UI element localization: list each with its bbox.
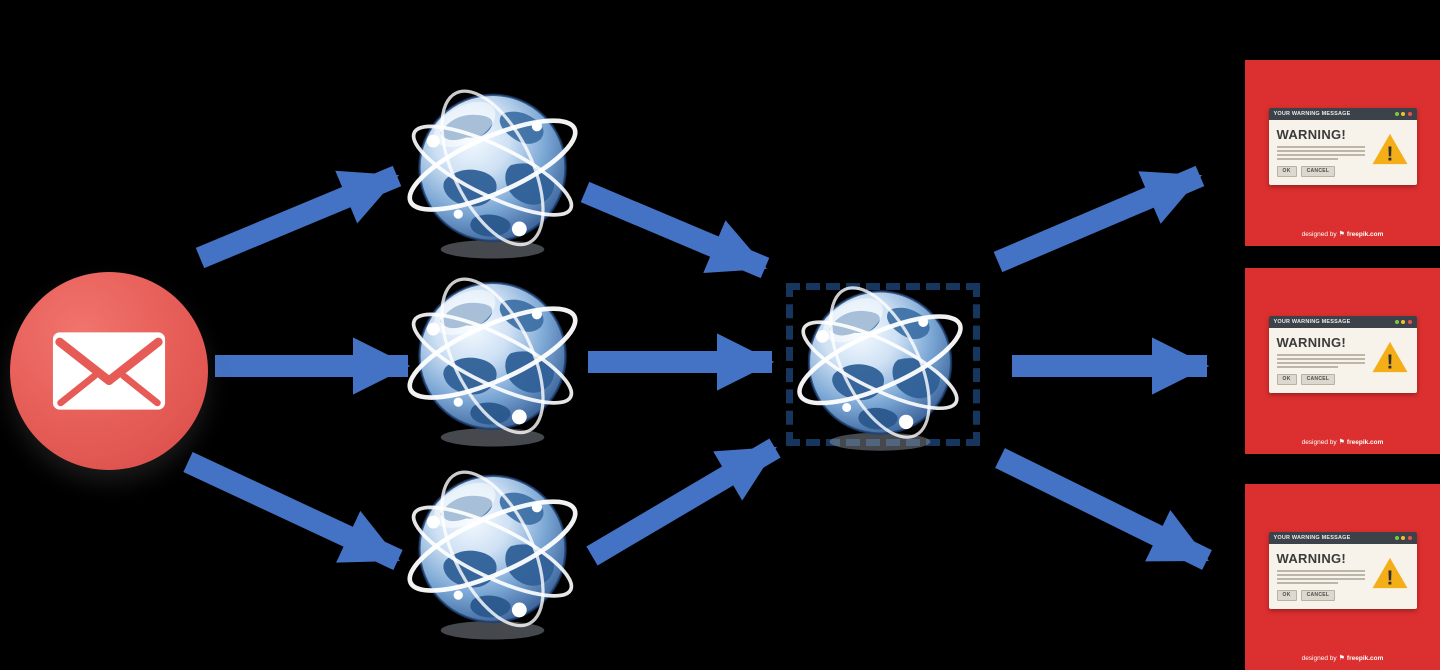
dialog-buttons: OK CANCEL bbox=[1276, 373, 1409, 385]
arrow-central-to-warning-1 bbox=[993, 165, 1205, 273]
window-titlebar: YOUR WARNING MESSAGE bbox=[1268, 108, 1417, 120]
freepik-flag-icon: ⚑ bbox=[1338, 439, 1345, 446]
window-controls bbox=[1394, 536, 1412, 540]
window-dot-yellow-icon bbox=[1401, 112, 1405, 116]
window-dot-red-icon bbox=[1407, 536, 1412, 540]
ok-button: OK bbox=[1276, 373, 1297, 385]
placeholder-text-lines bbox=[1276, 146, 1365, 160]
window-body: WARNING! ! OK CANCEL bbox=[1268, 120, 1417, 185]
window-dot-yellow-icon bbox=[1401, 536, 1405, 540]
warning-heading: WARNING! bbox=[1276, 551, 1347, 566]
ok-button: OK bbox=[1276, 589, 1297, 601]
window-dot-red-icon bbox=[1407, 112, 1412, 116]
window-controls bbox=[1394, 112, 1412, 116]
freepik-flag-icon: ⚑ bbox=[1338, 231, 1345, 238]
warning-triangle-icon: ! bbox=[1372, 341, 1407, 373]
window-controls bbox=[1394, 320, 1412, 324]
cancel-button: CANCEL bbox=[1300, 165, 1336, 177]
credit-text: designed by bbox=[1301, 439, 1337, 446]
warning-triangle-icon: ! bbox=[1372, 557, 1407, 589]
cancel-button: CANCEL bbox=[1300, 373, 1336, 385]
warning-window: YOUR WARNING MESSAGE WARNING! ! OK CANCE… bbox=[1268, 316, 1417, 393]
dialog-buttons: OK CANCEL bbox=[1276, 165, 1409, 177]
warning-window: YOUR WARNING MESSAGE WARNING! ! OK CANCE… bbox=[1268, 108, 1417, 185]
globe-icon-central bbox=[790, 277, 970, 457]
window-dot-red-icon bbox=[1407, 320, 1412, 324]
window-dot-yellow-icon bbox=[1401, 320, 1405, 324]
window-title: YOUR WARNING MESSAGE bbox=[1273, 535, 1351, 541]
warning-card-3: YOUR WARNING MESSAGE WARNING! ! OK CANCE… bbox=[1245, 484, 1440, 670]
window-titlebar: YOUR WARNING MESSAGE bbox=[1268, 532, 1417, 544]
freepik-flag-icon: ⚑ bbox=[1338, 655, 1345, 662]
warning-heading: WARNING! bbox=[1276, 127, 1347, 142]
svg-text:!: ! bbox=[1386, 566, 1393, 589]
warning-heading: WARNING! bbox=[1276, 335, 1347, 350]
arrow-email-to-globe-3 bbox=[183, 452, 403, 570]
freepik-credit: designed by ⚑ freepik.com bbox=[1302, 439, 1384, 446]
window-dot-green-icon bbox=[1394, 320, 1399, 324]
window-dot-green-icon bbox=[1394, 536, 1399, 540]
warning-card-2: YOUR WARNING MESSAGE WARNING! ! OK CANCE… bbox=[1245, 268, 1440, 454]
credit-brand: freepik.com bbox=[1346, 439, 1384, 446]
svg-text:!: ! bbox=[1386, 350, 1393, 373]
arrow-globe-1-to-central bbox=[580, 181, 770, 279]
credit-text: designed by bbox=[1301, 231, 1337, 238]
credit-text: designed by bbox=[1301, 655, 1337, 662]
warning-window: YOUR WARNING MESSAGE WARNING! ! OK CANCE… bbox=[1268, 532, 1417, 609]
window-title: YOUR WARNING MESSAGE bbox=[1273, 111, 1351, 117]
globe-icon-2 bbox=[400, 268, 585, 453]
arrow-central-to-warning-3 bbox=[995, 448, 1212, 570]
credit-brand: freepik.com bbox=[1346, 655, 1384, 662]
placeholder-text-lines bbox=[1276, 354, 1365, 368]
window-title: YOUR WARNING MESSAGE bbox=[1273, 319, 1351, 325]
globe-icon-1 bbox=[400, 80, 585, 265]
freepik-credit: designed by ⚑ freepik.com bbox=[1302, 231, 1384, 238]
window-dot-green-icon bbox=[1394, 112, 1399, 116]
email-icon bbox=[10, 272, 208, 470]
window-body: WARNING! ! OK CANCEL bbox=[1268, 544, 1417, 609]
arrow-globe-3-to-central bbox=[586, 438, 781, 566]
globe-icon-3 bbox=[400, 461, 585, 646]
cancel-button: CANCEL bbox=[1300, 589, 1336, 601]
placeholder-text-lines bbox=[1276, 570, 1365, 584]
arrow-email-to-globe-1 bbox=[195, 165, 402, 269]
svg-text:!: ! bbox=[1386, 142, 1393, 165]
window-body: WARNING! ! OK CANCEL bbox=[1268, 328, 1417, 393]
warning-triangle-icon: ! bbox=[1372, 133, 1407, 165]
freepik-credit: designed by ⚑ freepik.com bbox=[1302, 655, 1384, 662]
ok-button: OK bbox=[1276, 165, 1297, 177]
envelope-icon bbox=[52, 332, 166, 410]
window-titlebar: YOUR WARNING MESSAGE bbox=[1268, 316, 1417, 328]
dialog-buttons: OK CANCEL bbox=[1276, 589, 1409, 601]
credit-brand: freepik.com bbox=[1346, 231, 1384, 238]
warning-card-1: YOUR WARNING MESSAGE WARNING! ! OK CANCE… bbox=[1245, 60, 1440, 246]
